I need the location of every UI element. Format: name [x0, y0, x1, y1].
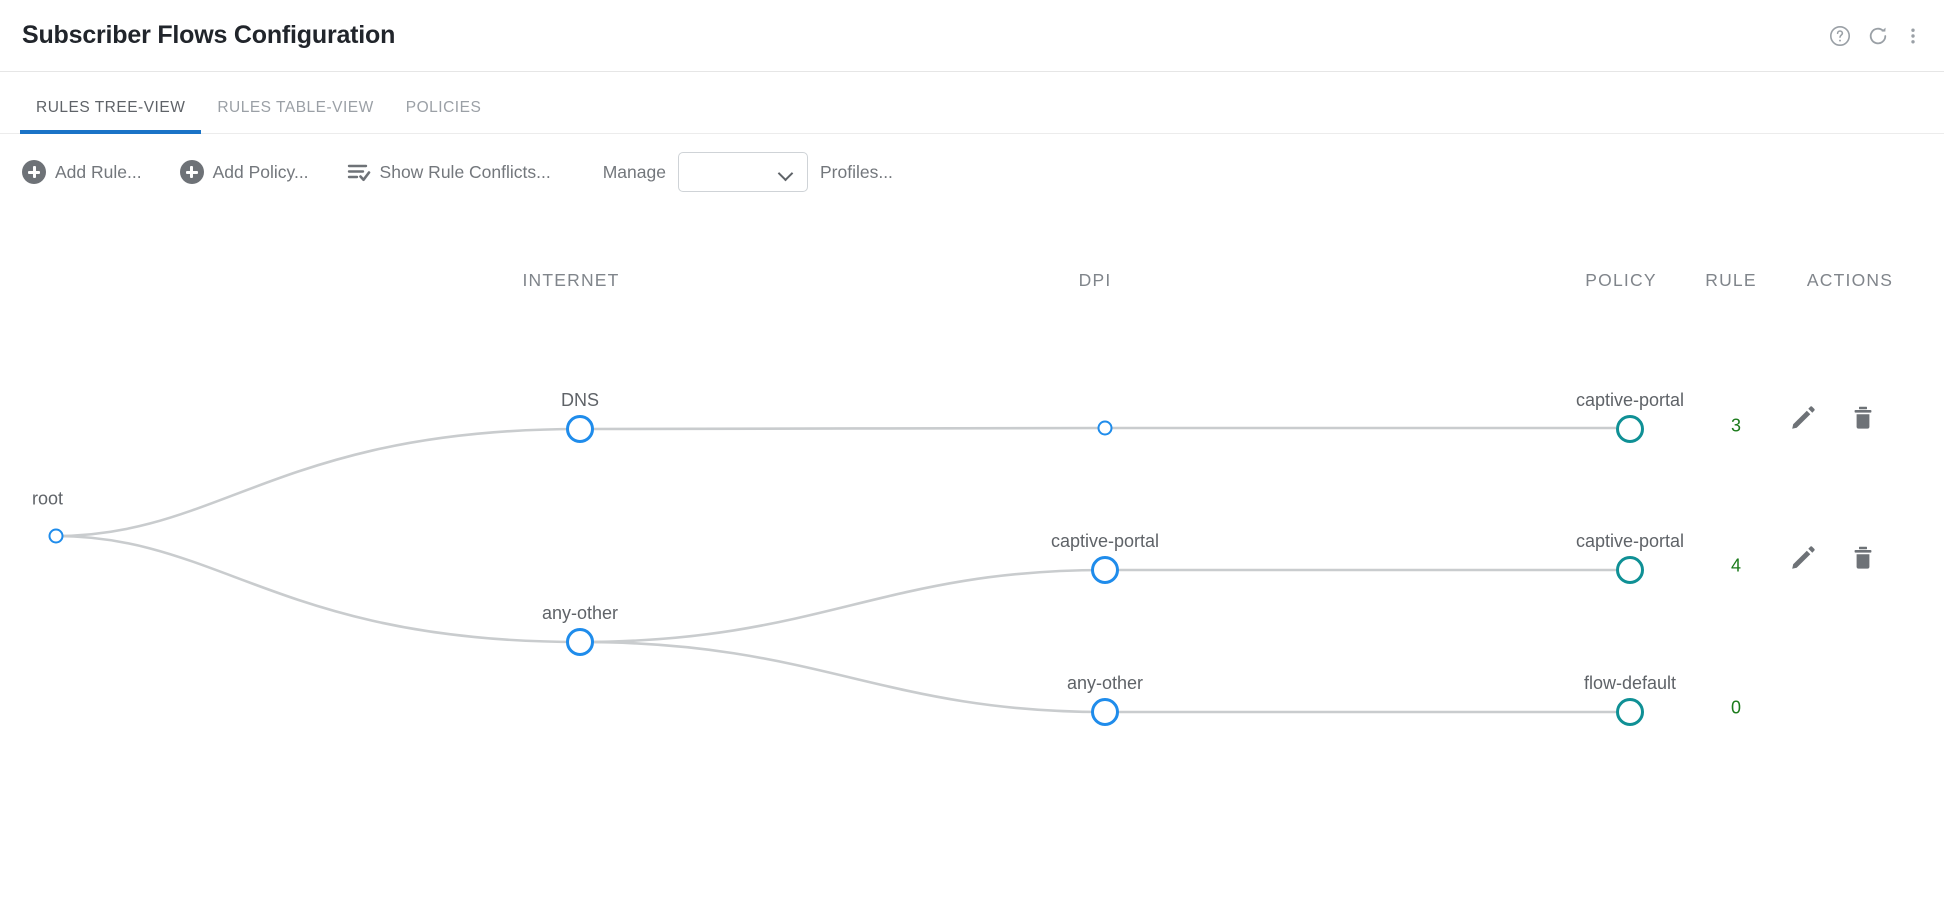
tree-node-label-root: root [32, 488, 64, 509]
tree-link [55, 427, 581, 538]
tree-node-dpi-captive-portal[interactable] [1091, 556, 1119, 584]
tree-link [55, 534, 581, 644]
tree-node-policy-captive-portal-2[interactable] [1616, 556, 1644, 584]
refresh-icon[interactable] [1866, 24, 1890, 48]
tree-node-label-dpi-any-other: any-other [1066, 673, 1144, 693]
manage-profiles-group: Manage Profiles... [603, 152, 893, 192]
delete-rule-icon[interactable] [1850, 545, 1876, 571]
header-actions [1828, 24, 1922, 48]
manage-label: Manage [602, 161, 666, 182]
toolbar: Add Rule... Add Policy... Show Rule Conf… [0, 134, 1944, 210]
tree-node-dpi-any-other[interactable] [1091, 698, 1119, 726]
tree-node-label-policy-flow-default: flow-default [1583, 673, 1677, 693]
tree-node-internet-any-other[interactable] [566, 628, 594, 656]
tree-node-label-policy-captive-portal-1: captive-portal [1575, 390, 1685, 410]
tab-rules-tree-view[interactable]: RULES TREE-VIEW [20, 99, 202, 134]
tree-node-policy-flow-default[interactable] [1616, 698, 1644, 726]
list-check-icon [347, 161, 371, 183]
profile-select[interactable] [677, 152, 808, 192]
edit-rule-icon[interactable] [1790, 545, 1816, 571]
tree-node-label-dpi-captive-portal: captive-portal [1050, 531, 1160, 551]
add-policy-button[interactable]: Add Policy... [179, 160, 309, 184]
add-rule-button[interactable]: Add Rule... [22, 160, 142, 184]
tree-node-label-internet-any-other: any-other [541, 603, 619, 623]
column-header-dpi: DPI [1078, 270, 1112, 290]
help-icon[interactable] [1828, 24, 1852, 48]
tree-node-label-policy-captive-portal-2: captive-portal [1575, 531, 1685, 551]
tree-node-root[interactable] [48, 528, 64, 544]
column-header-policy: POLICY [1585, 270, 1657, 290]
tree-node-dpi-row1[interactable] [1097, 420, 1113, 436]
tab-bar: RULES TREE-VIEW RULES TABLE-VIEW POLICIE… [0, 72, 1944, 134]
tab-rules-table-view[interactable]: RULES TABLE-VIEW [217, 99, 374, 116]
tree-link [579, 568, 1106, 644]
tab-policies[interactable]: POLICIES [405, 99, 482, 116]
column-header-internet: INTERNET [522, 270, 620, 290]
edit-rule-icon[interactable] [1790, 405, 1816, 431]
tree-link [579, 426, 1106, 431]
column-header-actions: ACTIONS [1806, 270, 1894, 290]
rules-tree-canvas: INTERNET DPI POLICY RULE ACTIONS root DNS any-o… [0, 210, 1944, 921]
app-header: Subscriber Flows Configuration [0, 0, 1944, 72]
tree-links [55, 426, 1616, 714]
rule-number: 4 [1730, 555, 1742, 576]
add-policy-label: Add Policy... [212, 161, 309, 182]
tree-node-label-internet-dns: DNS [560, 390, 600, 410]
show-rule-conflicts-label: Show Rule Conflicts... [379, 161, 551, 182]
more-vert-icon[interactable] [1904, 24, 1922, 48]
tree-node-policy-captive-portal-1[interactable] [1616, 415, 1644, 443]
profiles-label: Profiles... [819, 161, 893, 182]
show-rule-conflicts-button[interactable]: Show Rule Conflicts... [347, 161, 551, 183]
plus-circle-icon [179, 160, 204, 184]
delete-rule-icon[interactable] [1850, 405, 1876, 431]
tree-link [579, 640, 1106, 714]
page-title: Subscriber Flows Configuration [22, 21, 396, 49]
add-rule-label: Add Rule... [55, 161, 142, 182]
column-header-rule: RULE [1705, 270, 1757, 290]
rule-number: 0 [1730, 697, 1742, 718]
plus-circle-icon [22, 160, 46, 184]
tree-node-internet-dns[interactable] [566, 415, 594, 443]
rule-number: 3 [1730, 415, 1742, 436]
